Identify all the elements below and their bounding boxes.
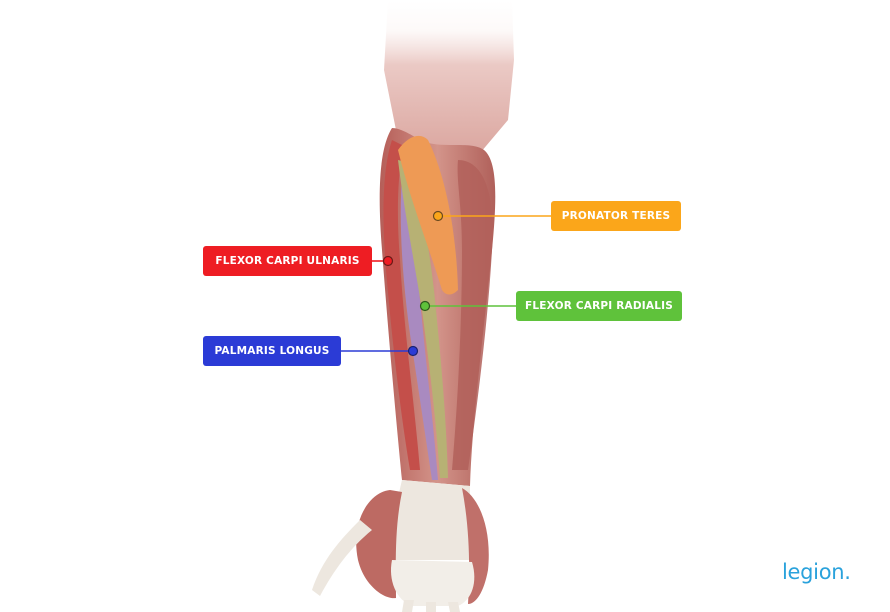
flexor-carpi-ulnaris-muscle	[383, 140, 420, 470]
finger-bone-3	[448, 602, 460, 612]
flexor-carpi-ulnaris-label: FLEXOR CARPI ULNARIS	[203, 246, 372, 276]
finger-bone-2	[426, 602, 436, 612]
finger-bone-1	[402, 600, 414, 612]
wrist-tendons	[388, 480, 470, 560]
pronator-teres-marker	[432, 210, 444, 222]
palmaris-longus-muscle	[400, 176, 438, 480]
palmaris-longus-label: PALMARIS LONGUS	[203, 336, 341, 366]
logo-text: legion	[782, 560, 845, 584]
hand-bones	[390, 560, 475, 606]
pronator-teres-muscle	[398, 135, 458, 295]
thumb-bone	[312, 520, 372, 596]
top-fade-overlay	[360, 0, 540, 170]
brachioradialis-muscle	[452, 160, 493, 470]
hand-muscle-right	[462, 488, 489, 604]
hand-muscle-left	[356, 490, 402, 599]
flexor-carpi-radialis-marker	[419, 300, 431, 312]
legion-logo: legion.	[782, 560, 851, 584]
logo-dot: .	[844, 560, 851, 584]
flexor-carpi-radialis-muscle	[398, 160, 448, 478]
palmaris-longus-marker	[407, 345, 419, 357]
pronator-teres-label: PRONATOR TERES	[551, 201, 681, 231]
flexor-carpi-radialis-label: FLEXOR CARPI RADIALIS	[516, 291, 682, 321]
flexor-carpi-ulnaris-marker	[382, 255, 394, 267]
